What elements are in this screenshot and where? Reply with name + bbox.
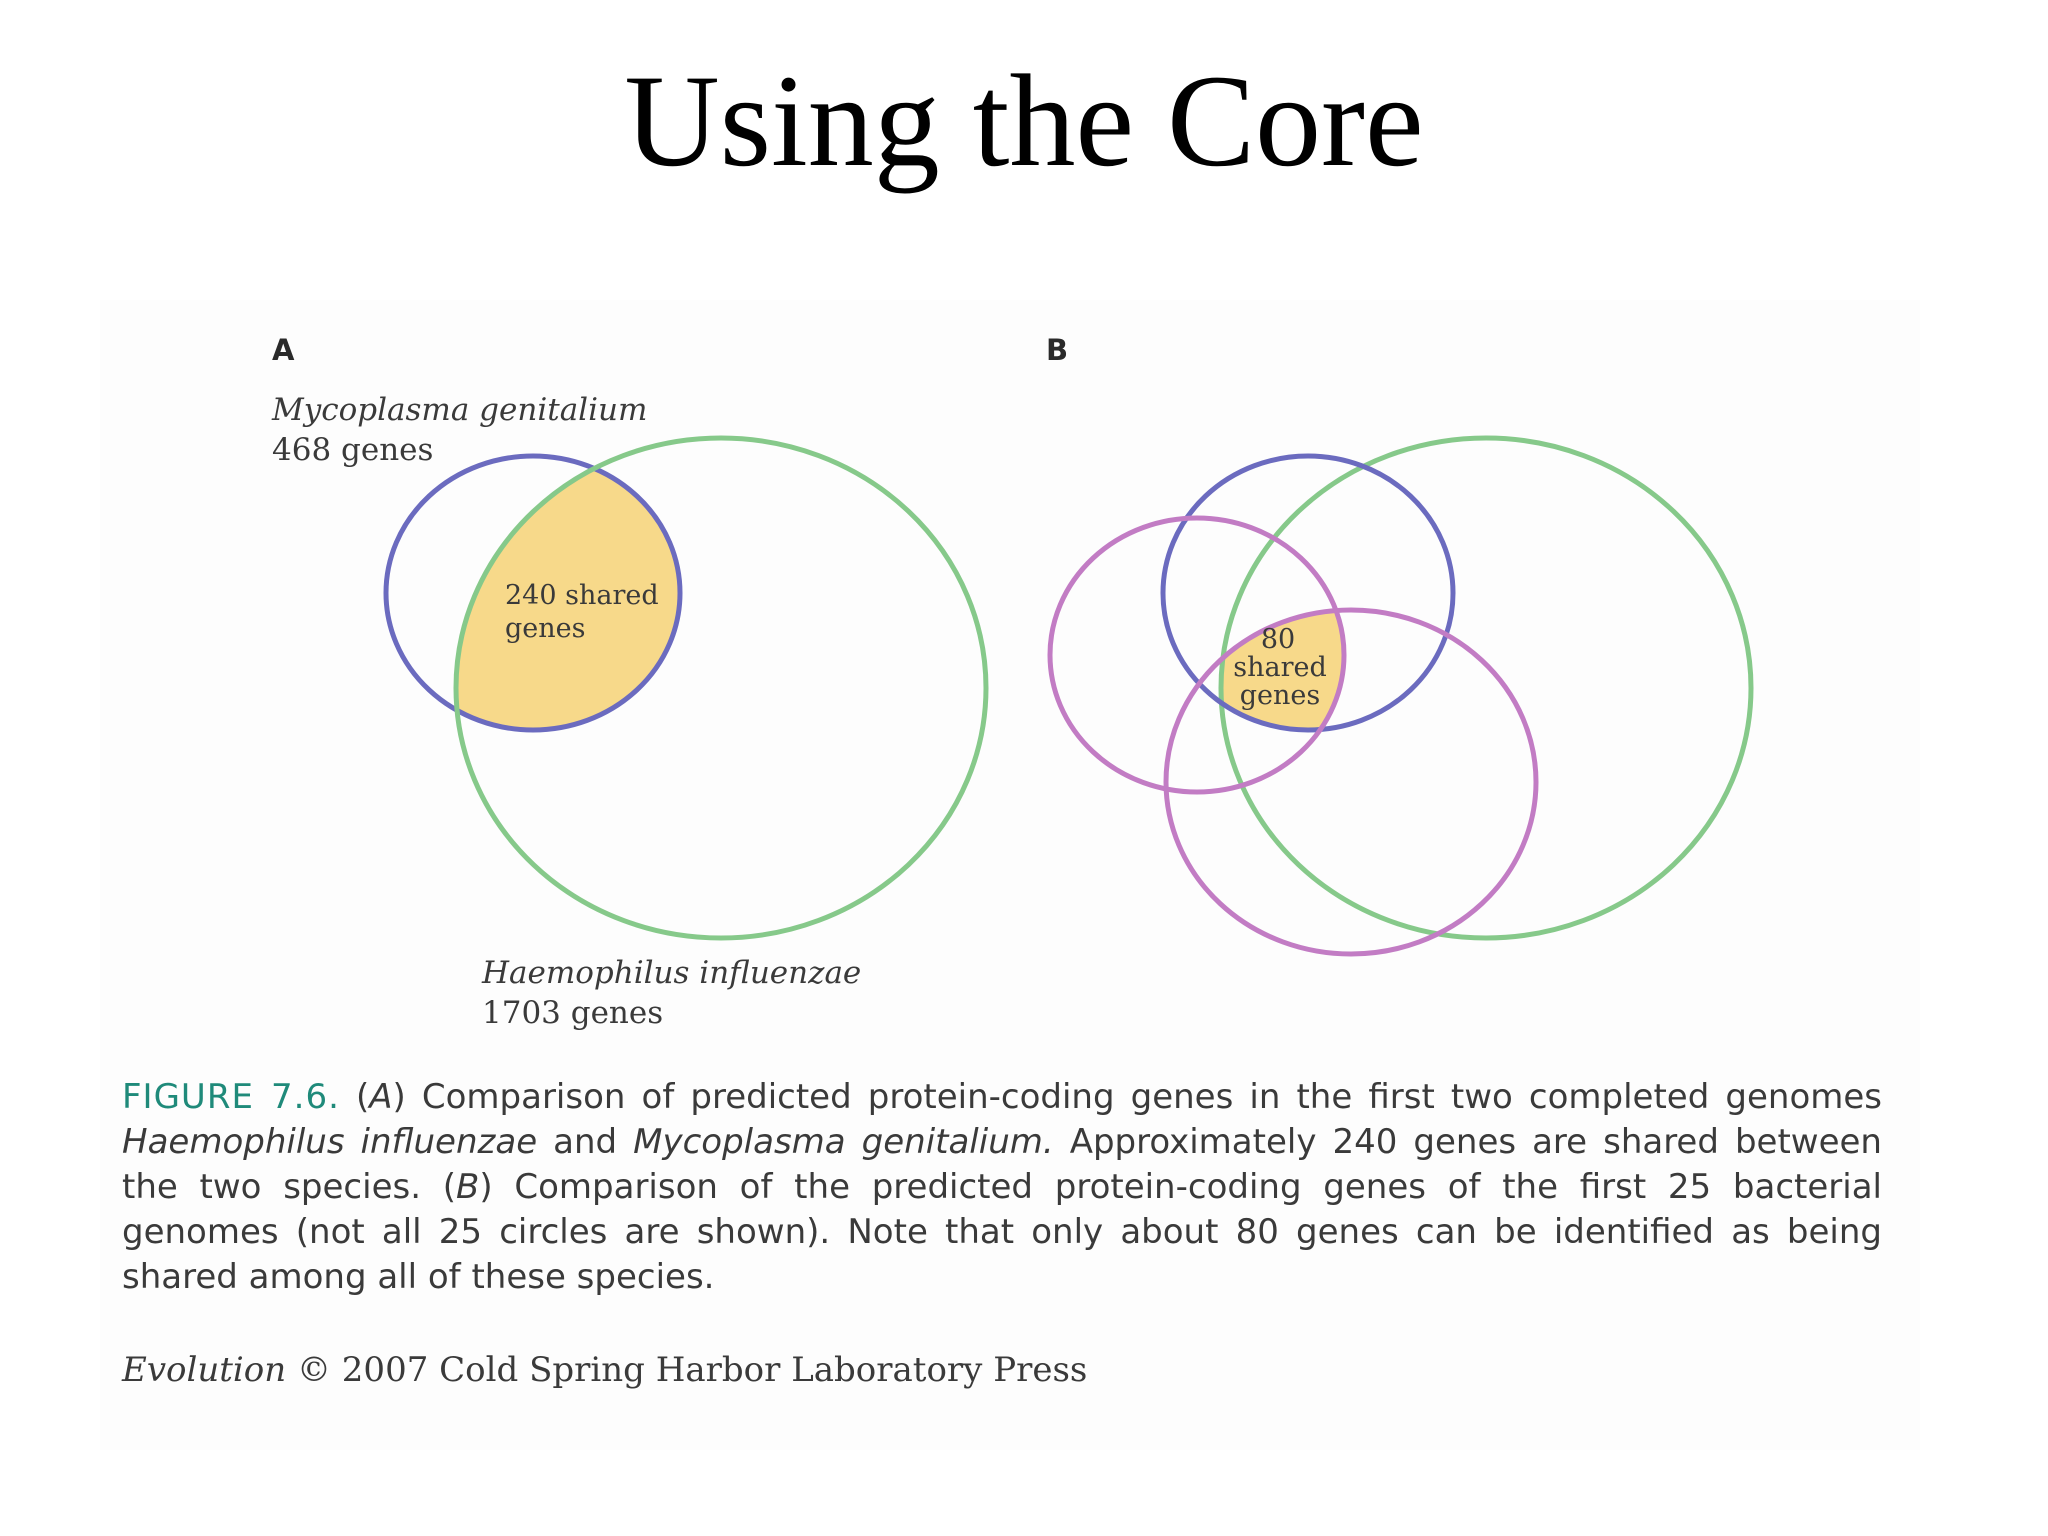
caption-part3: Comparison of the predicted protein-codi…	[122, 1167, 1882, 1297]
shared-label-b-line2: shared	[1233, 652, 1327, 683]
panel-a-letter: A	[272, 333, 295, 367]
mycoplasma-name: Mycoplasma genitalium	[271, 392, 647, 428]
figure-caption: FIGURE 7.6. (A) Comparison of predicted …	[122, 1075, 1882, 1300]
caption-b-close: )	[479, 1167, 493, 1207]
caption-part1: Comparison of predicted protein-coding g…	[405, 1077, 1883, 1117]
caption-species1: Haemophilus influenzae	[122, 1122, 538, 1162]
caption-figure-label: FIGURE 7.6.	[122, 1077, 340, 1117]
caption-a-open: (	[355, 1077, 370, 1117]
caption-b-letter: B	[456, 1167, 480, 1207]
mycoplasma-count: 468 genes	[272, 432, 433, 468]
figure-credit: Evolution © 2007 Cold Spring Harbor Labo…	[122, 1350, 1087, 1390]
caption-part2: Approximately 240 genes are shared betwe…	[122, 1122, 1882, 1207]
caption-a-close: )	[392, 1077, 406, 1117]
credit-text: © 2007 Cold Spring Harbor Laboratory Pre…	[286, 1350, 1088, 1390]
shared-region-a	[456, 456, 680, 730]
haemophilus-name: Haemophilus influenzae	[481, 955, 861, 991]
credit-book-title: Evolution	[122, 1350, 287, 1390]
genome-circle-purple-right	[1163, 607, 1539, 957]
caption-b-open: (	[442, 1167, 457, 1207]
mycoplasma-circle	[383, 453, 683, 733]
shared-label-b-line1: 80	[1261, 624, 1295, 655]
caption-and: and	[537, 1122, 634, 1162]
shared-label-b-line3: genes	[1240, 680, 1321, 711]
panel-a-shared-region	[456, 456, 680, 730]
venn-diagrams: A Mycoplasma genitalium 468 genes 240 sh…	[271, 333, 1754, 1031]
shared-label-a-line1: 240 shared	[505, 580, 659, 611]
figure-panel: A Mycoplasma genitalium 468 genes 240 sh…	[100, 300, 1920, 1450]
genome-circle-green	[1218, 435, 1754, 941]
panel-b-letter: B	[1046, 333, 1068, 367]
genome-circle-blue	[1160, 453, 1456, 733]
haemophilus-circle	[453, 435, 989, 941]
caption-a-letter: A	[369, 1077, 393, 1117]
slide-title: Using the Core	[624, 47, 1424, 194]
genome-circle-purple-left	[1047, 515, 1347, 795]
caption-species2: Mycoplasma genitalium.	[633, 1122, 1054, 1162]
haemophilus-count: 1703 genes	[482, 995, 663, 1031]
shared-label-a-line2: genes	[505, 613, 586, 644]
